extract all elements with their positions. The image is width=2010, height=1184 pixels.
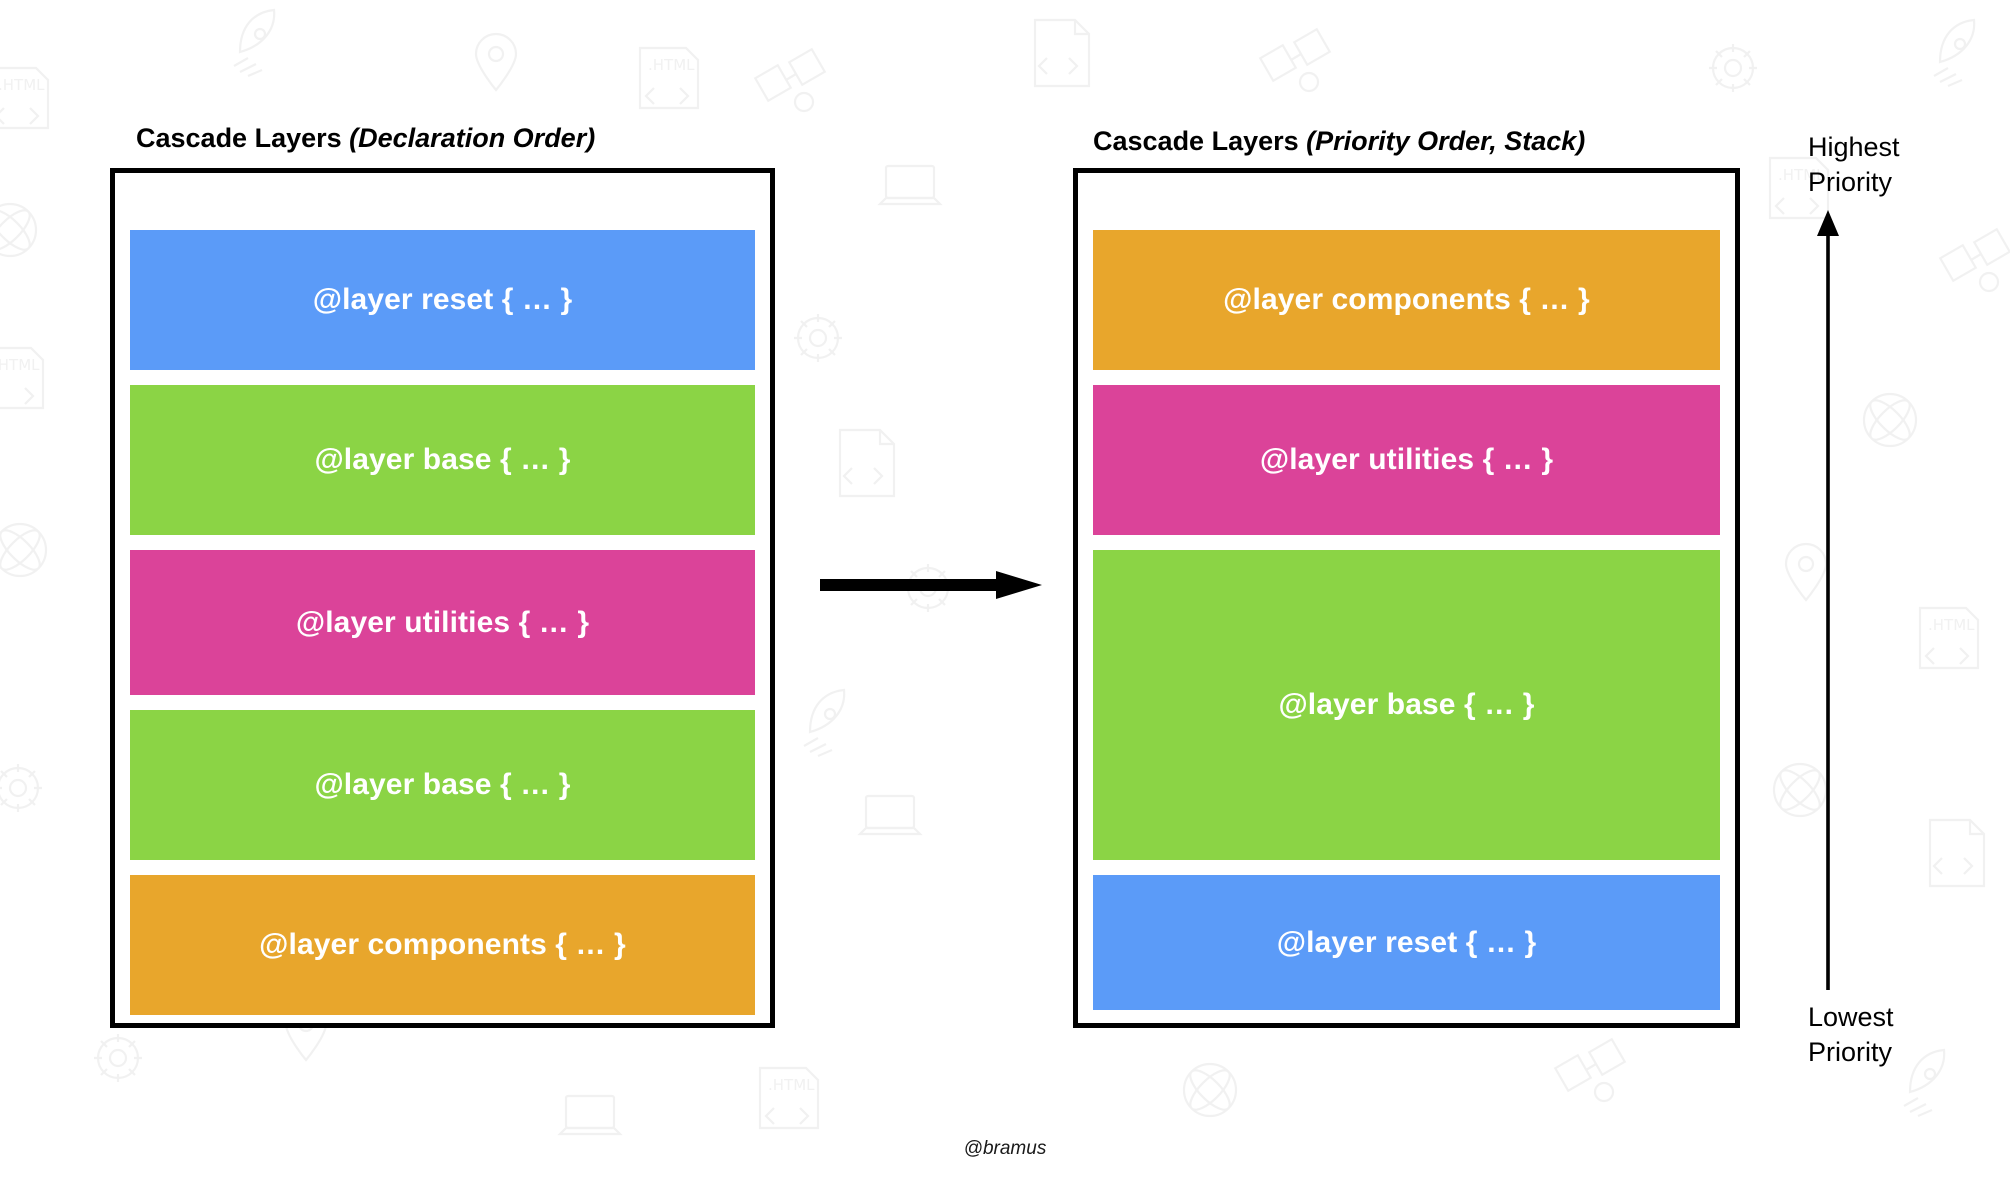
lowest-priority-line-1: Lowest [1808, 1002, 1894, 1032]
layer-bar-components-declaration[interactable]: @layer components { … } [130, 875, 755, 1015]
priority-order-stack-panel: @layer components { … } @layer utilities… [1073, 168, 1740, 1028]
left-panel-title: Cascade Layers (Declaration Order) [136, 125, 595, 152]
left-panel-title-main: Cascade Layers [136, 123, 350, 153]
right-panel-title-main: Cascade Layers [1093, 126, 1307, 156]
lowest-priority-line-2: Priority [1808, 1036, 1893, 1067]
layer-bar-reset-declaration[interactable]: @layer reset { … } [130, 230, 755, 370]
right-panel-title-emphasis: (Priority Order, Stack) [1306, 126, 1586, 156]
right-panel-title: Cascade Layers (Priority Order, Stack) [1093, 128, 1585, 155]
author-credit: @bramus [963, 1138, 1047, 1159]
transform-arrow [820, 571, 1042, 599]
layer-bar-components-priority[interactable]: @layer components { … } [1093, 230, 1720, 370]
layer-bar-utilities-declaration[interactable]: @layer utilities { … } [130, 550, 755, 695]
priority-arrow [1817, 210, 1839, 990]
layer-bar-base-priority[interactable]: @layer base { … } [1093, 550, 1720, 860]
declaration-order-panel: @layer reset { … } @layer base { … } @la… [110, 168, 775, 1028]
left-panel-title-emphasis: (Declaration Order) [349, 123, 596, 153]
highest-priority-line-2: Priority [1808, 166, 1893, 197]
layer-bar-reset-priority[interactable]: @layer reset { … } [1093, 875, 1720, 1010]
highest-priority-label: Highest Priority [1808, 130, 1900, 199]
lowest-priority-label: Lowest Priority [1808, 1000, 1894, 1069]
highest-priority-line-1: Highest [1808, 132, 1900, 162]
layer-bar-base-declaration-1[interactable]: @layer base { … } [130, 385, 755, 535]
layer-bar-utilities-priority[interactable]: @layer utilities { … } [1093, 385, 1720, 535]
layer-bar-base-declaration-2[interactable]: @layer base { … } [130, 710, 755, 860]
